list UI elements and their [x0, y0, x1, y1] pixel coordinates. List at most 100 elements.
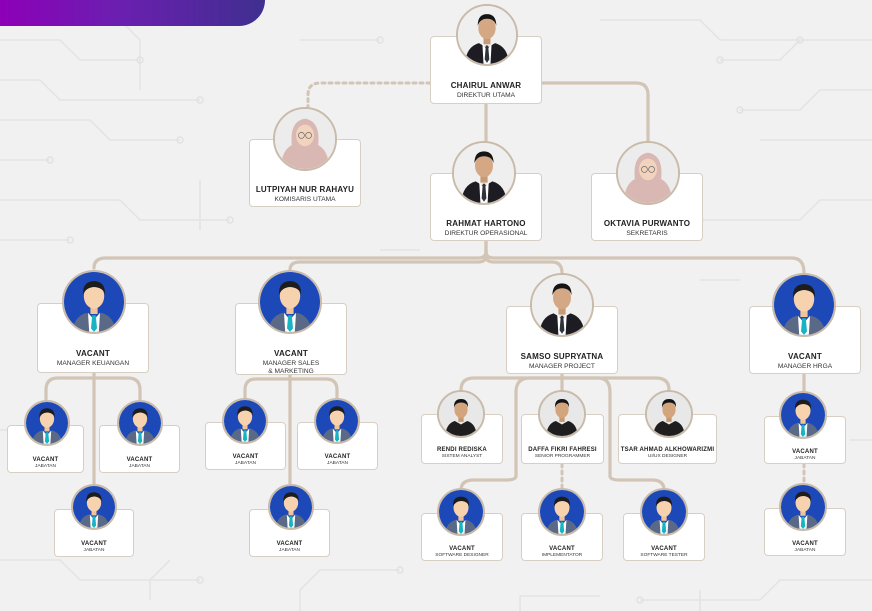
line-sales-to-s1 [243, 377, 292, 400]
job-title: JABATAN [129, 464, 150, 470]
circuit-node [636, 596, 644, 604]
job-title: SOFTWARE DESIGNER [435, 553, 489, 559]
woman-hijab-icon [616, 141, 680, 205]
man-suit-icon [530, 273, 594, 337]
person-name: OKTAVIA PURWANTO [603, 219, 691, 229]
circuit-trace [0, 119, 180, 141]
circuit-trace [720, 39, 872, 61]
job-title: JABATAN [794, 548, 816, 554]
placeholder-avatar-icon [222, 398, 268, 444]
person-name: VACANT [792, 449, 818, 456]
woman-hijab-icon [273, 107, 337, 171]
placeholder-avatar-icon [62, 270, 126, 334]
placeholder-avatar-icon [24, 400, 70, 446]
job-title: MANAGER KEUANGAN [56, 360, 130, 368]
man-suit-icon [452, 141, 516, 205]
person-name: VACANT [81, 541, 107, 548]
job-title: MANAGER HRGA [777, 363, 833, 371]
placeholder-avatar-icon [71, 484, 117, 530]
line-keu-to-k2 [92, 376, 142, 402]
circuit-trace [0, 559, 200, 581]
person-name: VACANT [549, 546, 575, 553]
person-name: RAHMAT HARTONO [446, 219, 526, 229]
person-name: VACANT [324, 454, 351, 461]
job-title: KOMISARIS UTAMA [274, 196, 336, 204]
placeholder-avatar-icon [117, 400, 163, 446]
circuit-trace [0, 199, 230, 221]
header-accent-bar [0, 0, 265, 26]
person-name: VACANT [274, 349, 308, 359]
circuit-node [376, 36, 384, 44]
line-ops-to-project [484, 248, 564, 275]
man-casual-icon [538, 390, 586, 438]
person-name: VACANT [276, 541, 303, 548]
circuit-trace [700, 199, 872, 221]
person-name: RENDI REDISKA [437, 447, 487, 454]
circuit-node [716, 56, 724, 64]
job-title: JABATAN [83, 548, 105, 554]
job-title: JABATAN [279, 548, 300, 554]
line-ceo-to-komisaris-dashed [306, 81, 432, 109]
line-sales-to-s2 [288, 377, 339, 400]
line-ops-to-keuangan [92, 239, 488, 270]
placeholder-avatar-icon [779, 391, 827, 439]
placeholder-avatar-icon [314, 398, 360, 444]
job-title: SENIOR PROGRAMMER [534, 454, 591, 460]
person-name: VACANT [76, 349, 110, 359]
circuit-node [176, 136, 184, 144]
placeholder-avatar-icon [258, 270, 322, 334]
line-ops-to-hrga [484, 239, 806, 275]
job-title: DIREKTUR OPERASIONAL [444, 230, 528, 238]
person-name: VACANT [792, 541, 818, 548]
placeholder-avatar-icon [772, 273, 836, 337]
person-name: LUTPIYAH NUR RAHAYU [255, 185, 355, 195]
person-name: DAFFA FIKRI FAHRESI [528, 447, 597, 454]
job-title: MANAGER SALES & MARKETING [262, 360, 320, 376]
person-name: VACANT [32, 457, 59, 464]
circuit-trace [600, 19, 800, 41]
person-name: VACANT [449, 546, 475, 553]
job-title: JABATAN [35, 464, 56, 470]
job-title: SEKRETARIS [626, 230, 668, 238]
placeholder-avatar-icon [640, 488, 688, 536]
line-ops-to-sales [288, 248, 488, 272]
job-title: JABATAN [794, 456, 816, 462]
circuit-node [396, 566, 404, 574]
person-name: VACANT [232, 454, 259, 461]
job-title: DIREKTUR UTAMA [456, 92, 516, 100]
person-name: VACANT [788, 352, 822, 362]
line-pm-to-software-designer [459, 376, 564, 492]
circuit-node [196, 96, 204, 104]
job-title: JABATAN [327, 461, 348, 467]
line-keu-to-k1 [44, 376, 96, 402]
man-suit-icon [456, 4, 518, 66]
person-name: VACANT [651, 546, 677, 553]
man-casual-icon [437, 390, 485, 438]
circuit-node [46, 156, 54, 164]
line-pm-to-software-tester [560, 376, 666, 492]
circuit-trace [519, 595, 600, 611]
circuit-trace [119, 19, 141, 90]
